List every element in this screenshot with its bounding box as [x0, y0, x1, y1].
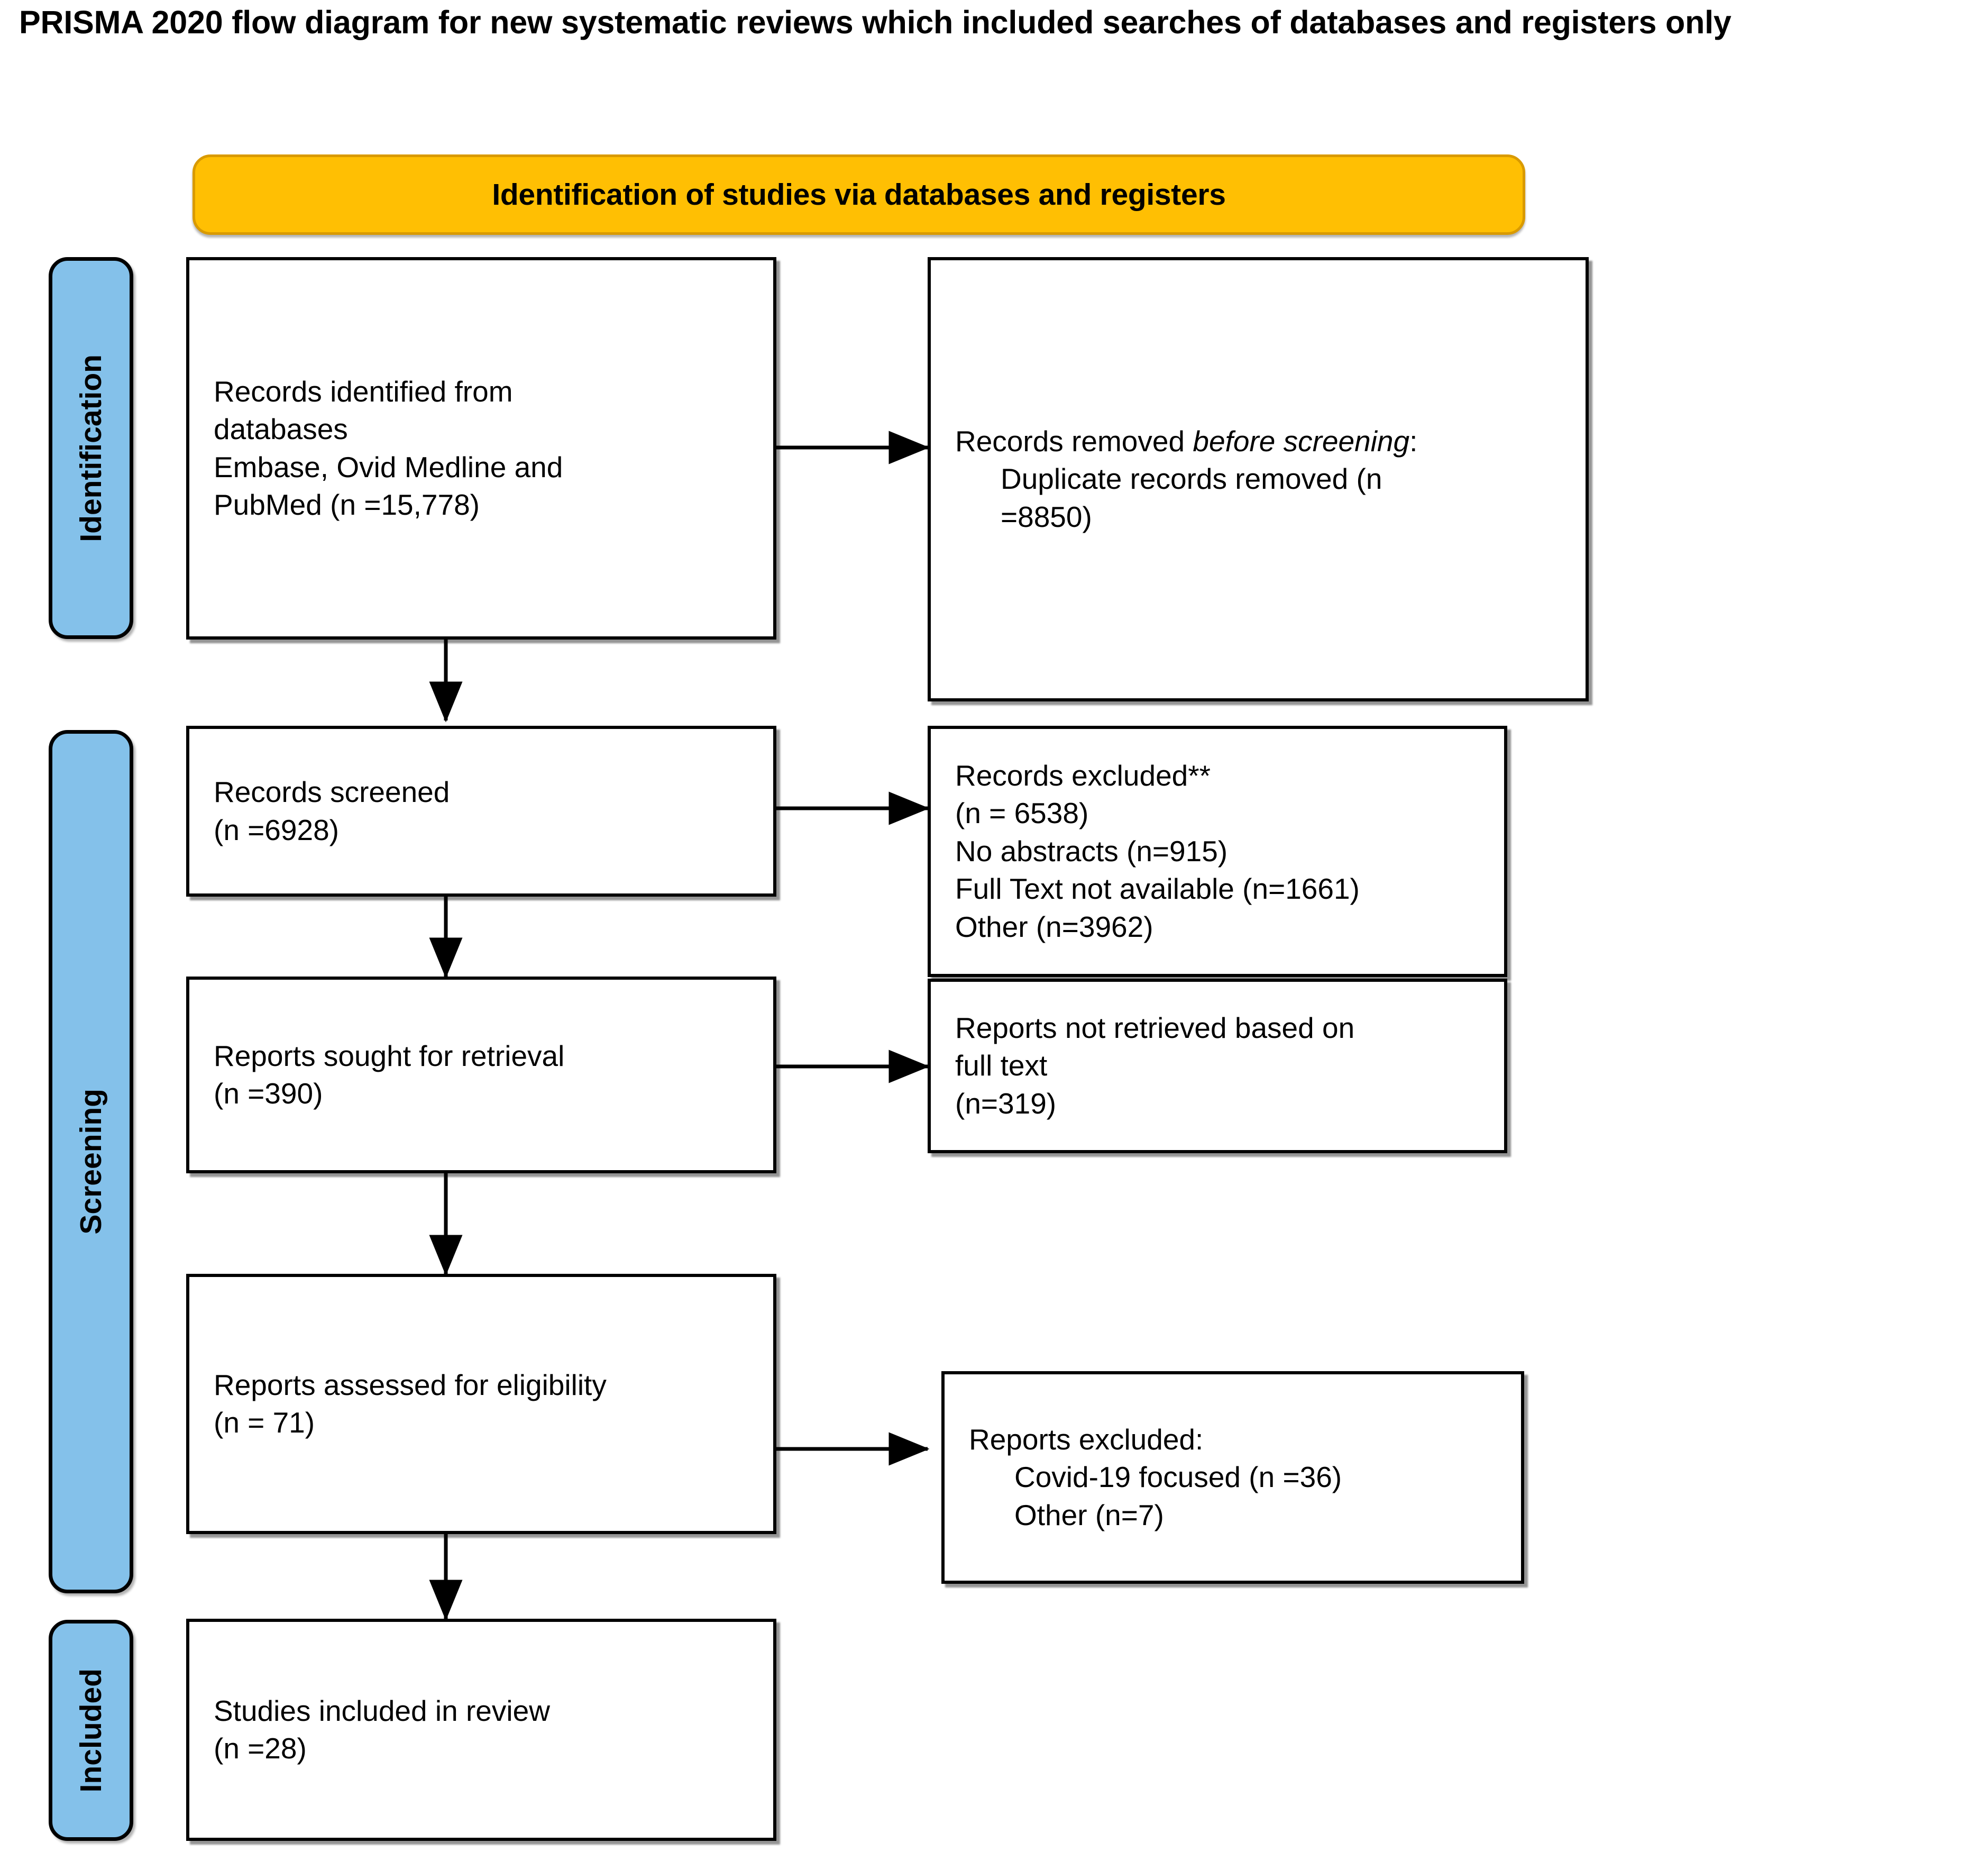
line: Records screened: [214, 776, 450, 808]
line: Studies included in review: [214, 1694, 550, 1727]
line-italic: before screening: [1193, 424, 1410, 458]
line: No abstracts (n=915): [955, 834, 1228, 868]
box-studies-included: Studies included in review (n =28): [186, 1619, 776, 1841]
stage-tab-screening: Screening: [49, 730, 133, 1593]
box-records-removed: Records removed before screening: Duplic…: [928, 257, 1589, 701]
line: Full Text not available (n=1661): [955, 872, 1360, 906]
box-records-removed-text: Records removed before screening: Duplic…: [931, 423, 1586, 536]
line: (n=319): [955, 1087, 1057, 1120]
line: Covid-19 focused (n =36): [1014, 1461, 1342, 1494]
line: Records identified from: [214, 375, 513, 408]
line: Duplicate records removed (n: [1001, 462, 1382, 496]
line: Reports sought for retrieval: [214, 1039, 565, 1072]
box-reports-excluded-text: Reports excluded: Covid-19 focused (n =3…: [945, 1421, 1521, 1535]
line-prefix: Records removed: [955, 424, 1193, 458]
box-records-excluded: Records excluded** (n = 6538) No abstrac…: [928, 726, 1507, 977]
box-records-screened: Records screened (n =6928): [186, 726, 776, 897]
stage-banner-identification: Identification of studies via databases …: [193, 154, 1525, 235]
box-records-identified-text: Records identified from databases Embase…: [189, 373, 773, 524]
box-reports-sought-text: Reports sought for retrieval (n =390): [189, 1037, 773, 1113]
line: Other (n=3962): [955, 910, 1153, 943]
box-records-identified: Records identified from databases Embase…: [186, 257, 776, 640]
line: Records excluded**: [955, 759, 1211, 792]
line: =8850): [1001, 500, 1092, 533]
stage-tab-label-screening: Screening: [74, 1089, 108, 1235]
line: Records removed before screening:: [955, 423, 1572, 461]
line: Reports excluded:: [969, 1422, 1204, 1456]
box-records-excluded-text: Records excluded** (n = 6538) No abstrac…: [931, 757, 1504, 946]
line: full text: [955, 1049, 1048, 1082]
line: (n =28): [214, 1732, 307, 1765]
line: databases: [214, 413, 348, 445]
line: PubMed (n =15,778): [214, 488, 480, 521]
line: (n = 6538): [955, 797, 1089, 830]
box-reports-sought: Reports sought for retrieval (n =390): [186, 977, 776, 1173]
box-studies-included-text: Studies included in review (n =28): [189, 1692, 773, 1768]
line: Other (n=7): [1014, 1498, 1164, 1531]
line: (n = 71): [214, 1406, 315, 1439]
stage-tab-label-identification: Identification: [74, 354, 108, 542]
line: (n =6928): [214, 813, 339, 846]
line: (n =390): [214, 1077, 323, 1110]
stage-tab-identification: Identification: [49, 257, 133, 639]
page-title: PRISMA 2020 flow diagram for new systema…: [19, 4, 1732, 40]
box-reports-assessed: Reports assessed for eligibility (n = 71…: [186, 1274, 776, 1534]
stage-tab-label-included: Included: [74, 1668, 108, 1793]
line: Reports not retrieved based on: [955, 1011, 1355, 1044]
stage-banner-label: Identification of studies via databases …: [492, 178, 1226, 212]
box-reports-not-retrieved: Reports not retrieved based on full text…: [928, 979, 1507, 1153]
line: Embase, Ovid Medline and: [214, 450, 563, 484]
line: Reports assessed for eligibility: [214, 1368, 607, 1401]
line-suffix: :: [1409, 424, 1418, 458]
box-reports-assessed-text: Reports assessed for eligibility (n = 71…: [189, 1366, 773, 1442]
stage-tab-included: Included: [49, 1620, 133, 1841]
box-records-screened-text: Records screened (n =6928): [189, 773, 773, 849]
box-reports-excluded: Reports excluded: Covid-19 focused (n =3…: [941, 1371, 1524, 1584]
box-reports-not-retrieved-text: Reports not retrieved based on full text…: [931, 1009, 1504, 1123]
